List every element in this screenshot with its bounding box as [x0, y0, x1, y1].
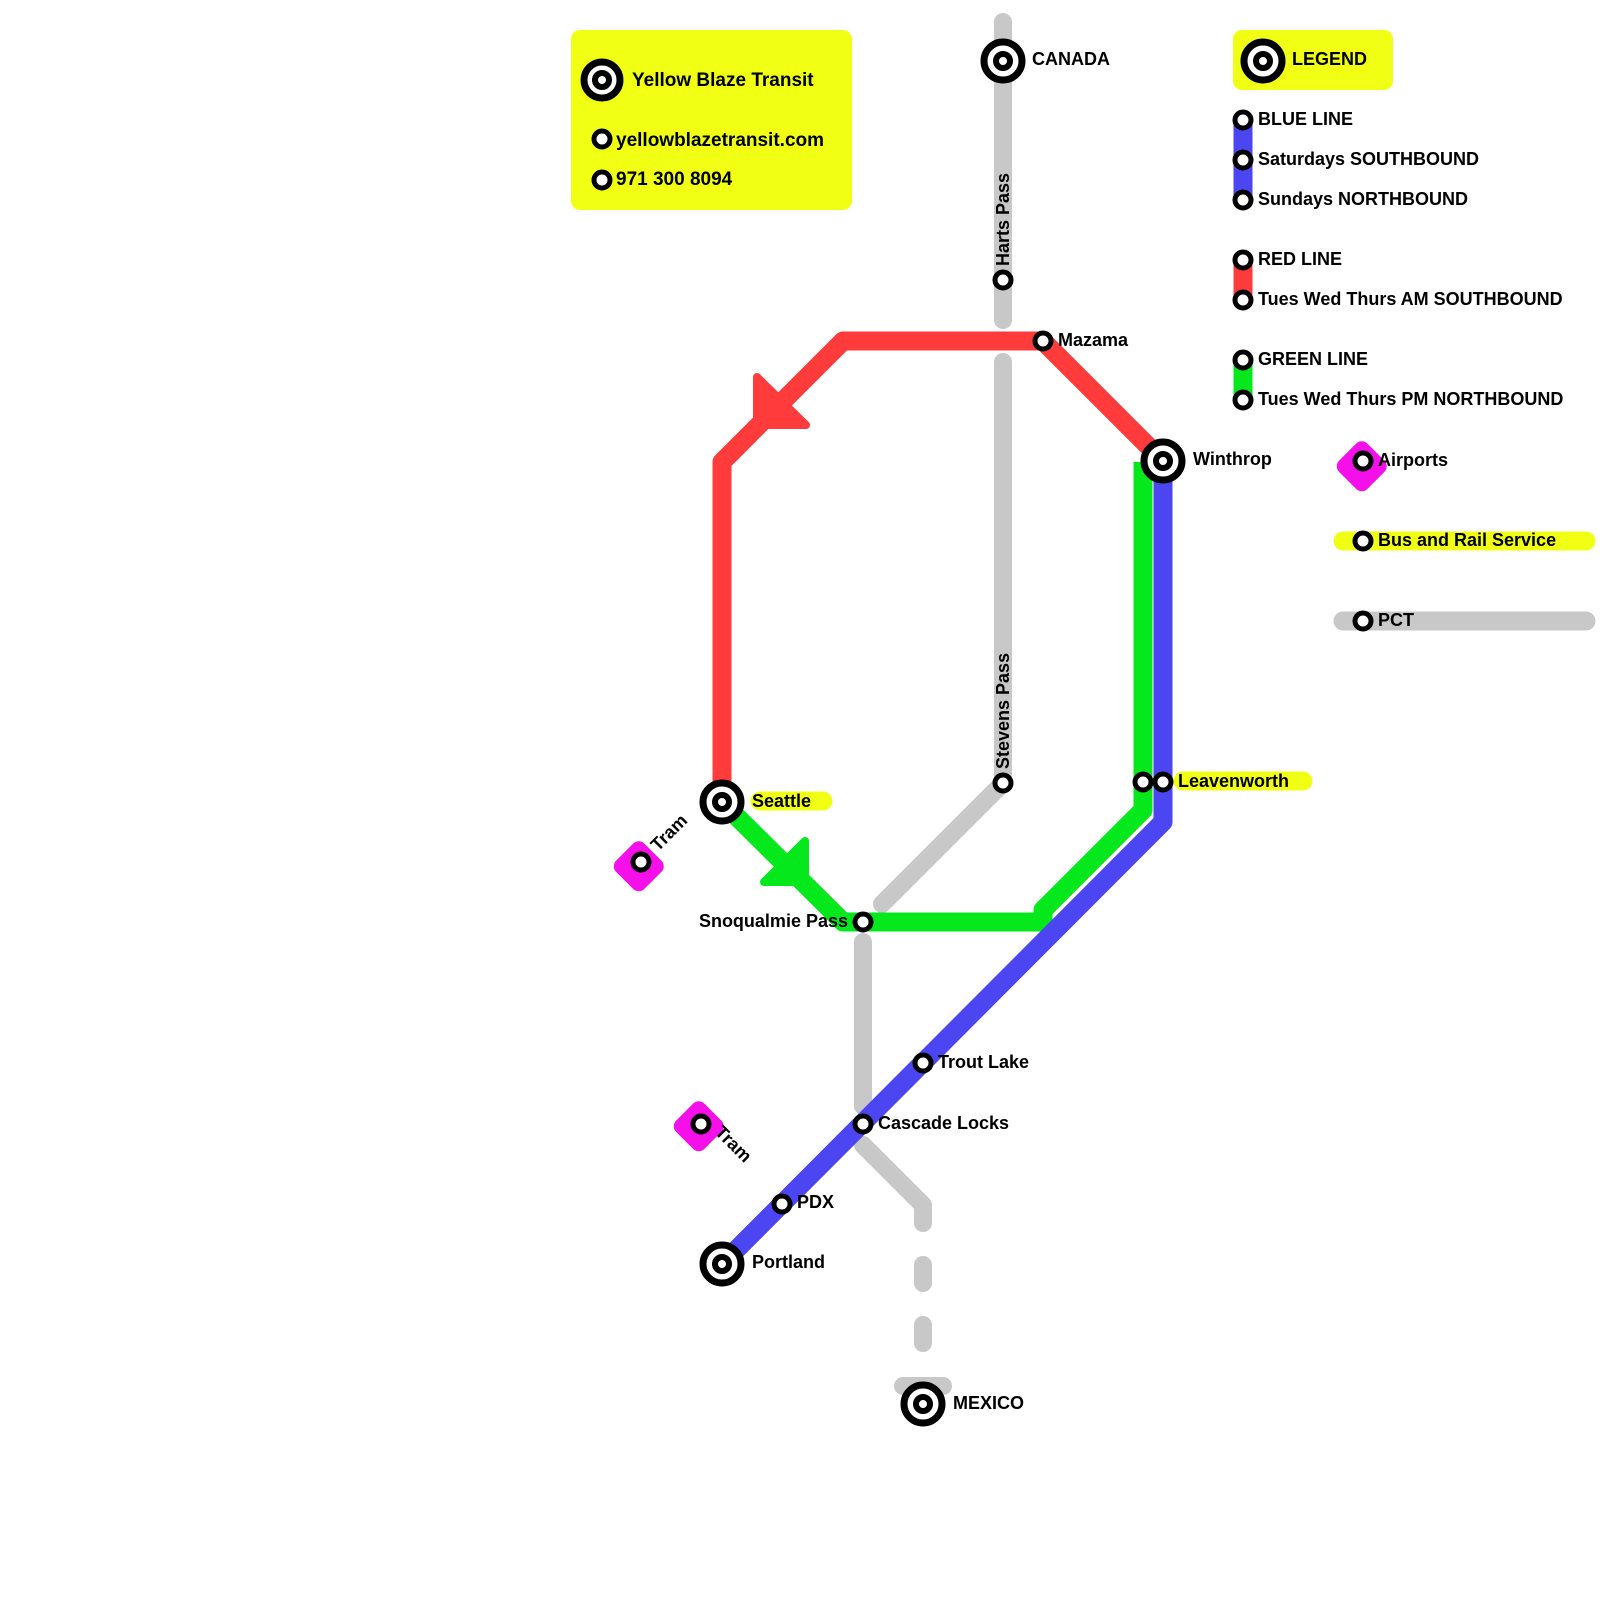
station-trout-lake[interactable]: Trout Lake [912, 1052, 1029, 1074]
station-icon [630, 851, 652, 873]
legend-blue-schedule-1: Saturdays SOUTHBOUND [1258, 149, 1479, 169]
station-tram-south[interactable]: Tram [670, 1098, 756, 1167]
station-snoqualmie-pass[interactable]: Snoqualmie Pass [699, 911, 874, 933]
phone-number: 971 300 8094 [616, 169, 733, 190]
terminal-station-icon-core [712, 1254, 732, 1274]
website-link[interactable]: yellowblazetransit.com [616, 130, 824, 151]
legend-green-station-icon [1232, 389, 1254, 411]
station-mazama[interactable]: Mazama [1032, 330, 1129, 352]
info-box-title: Yellow Blaze Transit [632, 70, 814, 91]
station-icon [852, 1113, 874, 1135]
station-stevens-pass[interactable]: Stevens Pass [992, 653, 1014, 794]
station-label-mazama: Mazama [1058, 330, 1129, 350]
legend-pct-label: PCT [1378, 610, 1414, 630]
station-icon [1032, 330, 1054, 352]
green-line-route [715, 462, 1153, 932]
info-box: Yellow Blaze Transit yellowblazetransit.… [571, 30, 852, 210]
legend-blue-station-icon [1232, 109, 1254, 131]
station-icon [912, 1052, 934, 1074]
station-tram-north[interactable]: Tram [610, 810, 691, 894]
station-label-seattle: Seattle [752, 791, 811, 811]
legend-bus-rail-label: Bus and Rail Service [1378, 530, 1556, 550]
station-icon [690, 1113, 712, 1135]
station-label-winthrop: Winthrop [1193, 449, 1272, 469]
phone-station-icon [591, 169, 613, 191]
station-icon [771, 1193, 793, 1215]
legend-red-schedule: Tues Wed Thurs AM SOUTHBOUND [1258, 289, 1563, 309]
red-line-route [712, 331, 1170, 800]
terminal-station-icon-core [712, 792, 732, 812]
info-box-background [571, 30, 852, 210]
red-line [712, 331, 1170, 800]
station-cascade-locks[interactable]: Cascade Locks [852, 1113, 1009, 1135]
legend-green-schedule: Tues Wed Thurs PM NORTHBOUND [1258, 389, 1563, 409]
legend-green-station-icon [1232, 349, 1254, 371]
station-label-harts-pass: Harts Pass [993, 173, 1013, 266]
info-box-terminal-icon-core [592, 70, 612, 90]
legend-red-station-icon [1232, 249, 1254, 271]
station-label-pdx: PDX [797, 1192, 834, 1212]
station-icon [1152, 771, 1174, 793]
legend-pct-station-icon [1352, 610, 1374, 632]
legend-airports-label: Airports [1378, 450, 1448, 470]
station-label-tram-north: Tram [647, 810, 692, 855]
green-line [715, 462, 1153, 932]
station-label-trout-lake: Trout Lake [938, 1052, 1029, 1072]
website-station-icon [591, 128, 613, 150]
station-mexico[interactable]: MEXICO [900, 1381, 1024, 1427]
station-icon [992, 269, 1014, 291]
legend-title: LEGEND [1292, 49, 1367, 69]
legend-blue-station-icon [1232, 189, 1254, 211]
station-label-snoqualmie-pass: Snoqualmie Pass [699, 911, 848, 931]
legend-blue-schedule-2: Sundays NORTHBOUND [1258, 189, 1468, 209]
pct-line [854, 13, 1012, 1395]
pct-segment-stevens [873, 353, 1012, 913]
legend-blue-station-icon [1232, 149, 1254, 171]
station-label-tram-south: Tram [711, 1122, 756, 1167]
legend-green-name: GREEN LINE [1258, 349, 1368, 369]
station-icon [852, 911, 874, 933]
red-direction-arrow-icon [753, 373, 810, 429]
station-portland[interactable]: Portland [699, 1241, 825, 1287]
station-icon [1132, 771, 1154, 793]
legend: LEGEND BLUE LINE Saturdays SOUTHBOUND Su… [1232, 30, 1596, 632]
legend-red-station-icon [1232, 289, 1254, 311]
green-direction-arrow-icon [760, 837, 809, 886]
station-canada[interactable]: CANADA [980, 38, 1110, 84]
station-leavenworth[interactable]: Leavenworth [1132, 771, 1313, 793]
station-icon [992, 772, 1014, 794]
station-label-stevens-pass: Stevens Pass [993, 653, 1013, 769]
station-label-cascade-locks: Cascade Locks [878, 1113, 1009, 1133]
station-label-leavenworth: Leavenworth [1178, 771, 1289, 791]
terminal-station-icon-core [913, 1394, 933, 1414]
station-harts-pass[interactable]: Harts Pass [992, 173, 1014, 291]
legend-bus-rail-station-icon [1352, 530, 1374, 552]
station-label-portland: Portland [752, 1252, 825, 1272]
station-winthrop[interactable]: Winthrop [1140, 438, 1272, 484]
legend-red-name: RED LINE [1258, 249, 1342, 269]
legend-blue-name: BLUE LINE [1258, 109, 1353, 129]
terminal-station-icon-core [993, 51, 1013, 71]
legend-terminal-icon-core [1253, 51, 1273, 71]
station-label-canada: CANADA [1032, 49, 1110, 69]
terminal-station-icon-core [1153, 451, 1173, 471]
station-pdx[interactable]: PDX [771, 1192, 834, 1215]
legend-airport-station-icon [1352, 450, 1374, 472]
station-seattle[interactable]: Seattle [699, 779, 833, 825]
station-label-mexico: MEXICO [953, 1393, 1024, 1413]
pct-segment-cascade-south [854, 1136, 932, 1232]
